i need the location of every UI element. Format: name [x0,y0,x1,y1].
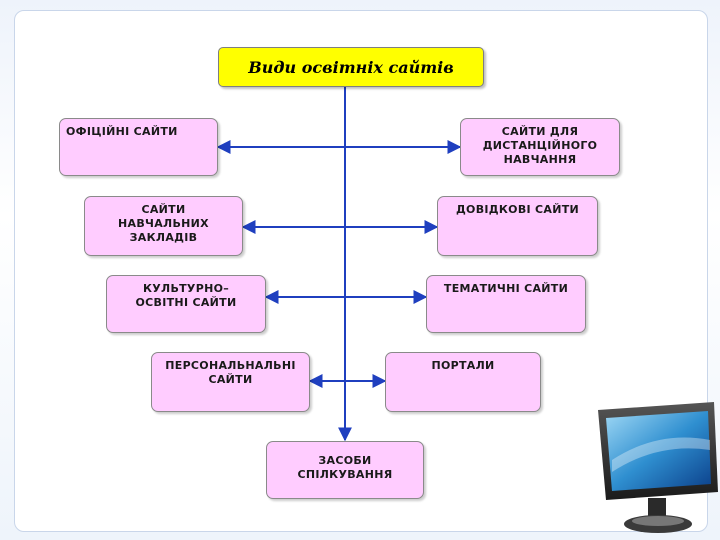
node-official-sites: ОФІЦІЙНІ САЙТИ [59,118,218,176]
diagram-title: Види освітніх сайтів [218,47,484,87]
node-thematic-sites: ТЕМАТИЧНІ САЙТИ [426,275,586,333]
node-distance-learning-sites: САЙТИ ДЛЯ ДИСТАНЦІЙНОГО НАВЧАННЯ [460,118,620,176]
monitor-icon [598,402,718,533]
node-reference-sites: ДОВІДКОВІ САЙТИ [437,196,598,256]
node-portals: ПОРТАЛИ [385,352,541,412]
node-cultural-educational-sites: КУЛЬТУРНО– ОСВІТНІ САЙТИ [106,275,266,333]
node-personal-sites: ПЕРСОНАЛЬНАЛЬНІ САЙТИ [151,352,310,412]
node-communication-tools: ЗАСОБИ СПІЛКУВАННЯ [266,441,424,499]
node-educational-institution-sites: САЙТИ НАВЧАЛЬНИХ ЗАКЛАДІВ [84,196,243,256]
